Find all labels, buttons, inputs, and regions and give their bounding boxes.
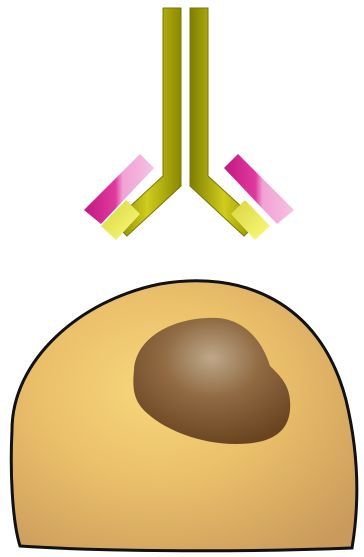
antibody-heavy-chain-left: [113, 8, 181, 236]
antibody-heavy-chain-right: [190, 8, 258, 236]
antibody: [84, 8, 294, 240]
cell: [11, 281, 357, 551]
